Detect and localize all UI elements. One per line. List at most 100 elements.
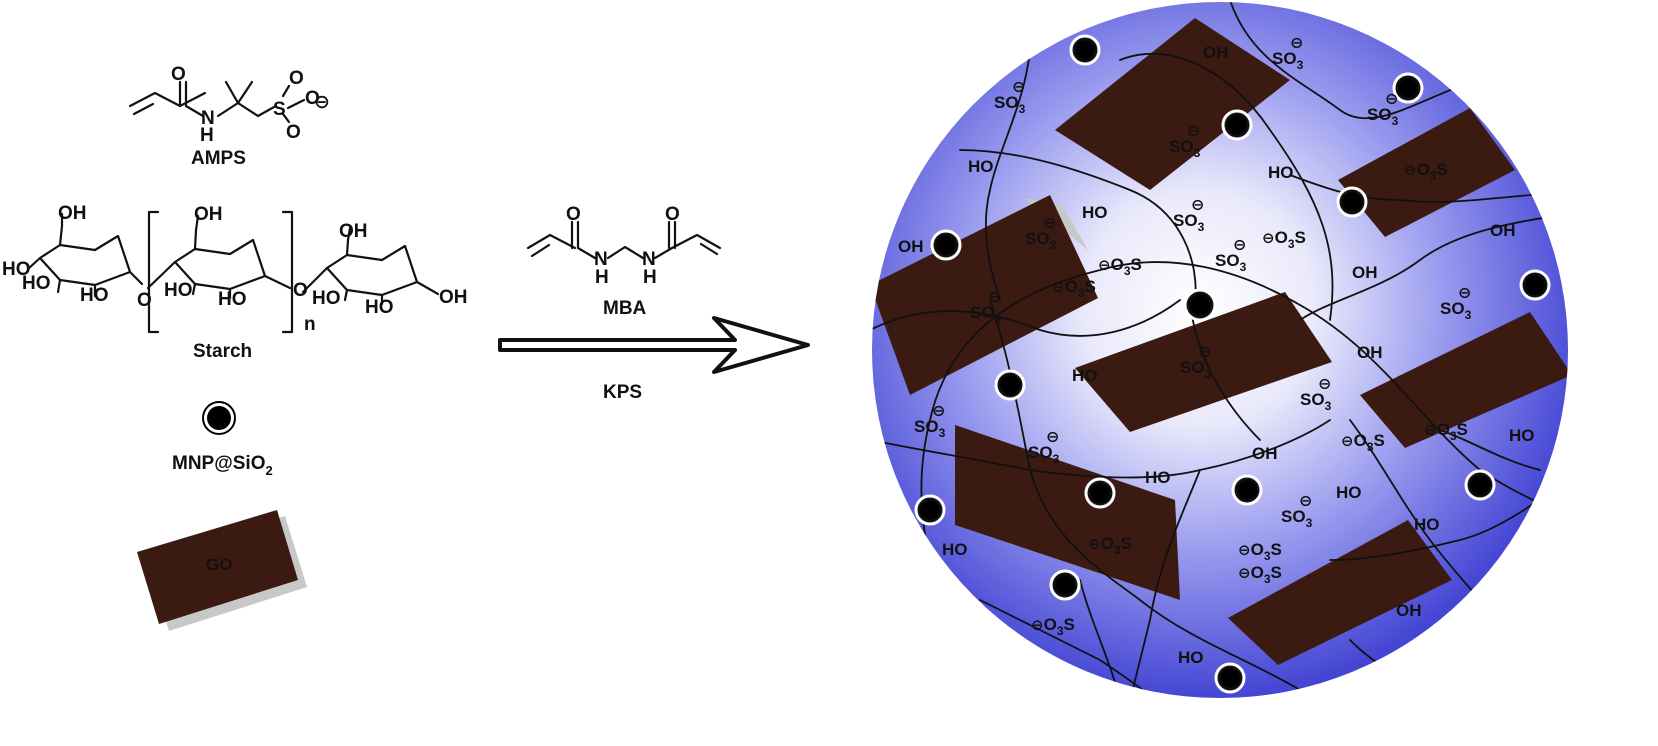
amps-nitrogen-label: N: [201, 108, 215, 129]
negative-charge-label: ⊖: [1046, 429, 1059, 446]
mba-oxygen2-label: O: [665, 204, 680, 225]
negative-charge-label: ⊖: [1187, 123, 1200, 140]
svg-text:OH: OH: [339, 221, 368, 242]
o3s-group-label: ⊖O3S: [1238, 540, 1282, 563]
svg-text:HO: HO: [312, 288, 341, 309]
mba-hydrogen2-label: H: [643, 267, 657, 288]
hydroxyl-group-label: HO: [1336, 483, 1362, 502]
hydroxyl-group-label: OH: [1357, 343, 1383, 362]
mba-nitrogen1-label: N: [594, 249, 608, 270]
starch-name: Starch: [193, 341, 252, 362]
mnp-label: MNP@SiO2: [172, 453, 273, 478]
o3s-group-label: ⊖O3S: [1424, 420, 1468, 443]
hydroxyl-group-label: HO: [1145, 468, 1171, 487]
hydroxyl-group-label: OH: [1203, 43, 1229, 62]
mba-nitrogen2-label: N: [642, 249, 656, 270]
negative-charge-label: ⊖: [1012, 79, 1025, 96]
so3-group-label: SO3: [1281, 507, 1313, 530]
so3-group-label: SO3: [1215, 251, 1247, 274]
hydroxyl-group-label: HO: [1268, 163, 1294, 182]
hydroxyl-group-label: OH: [1352, 263, 1378, 282]
svg-text:HO: HO: [22, 273, 51, 294]
negative-charge-label: ⊖: [1299, 493, 1312, 510]
amps-name: AMPS: [191, 148, 246, 169]
amps-oxygen2-label: O: [289, 68, 304, 89]
negative-charge-label: ⊖: [932, 403, 945, 420]
so3-group-label: SO3: [1173, 211, 1205, 234]
svg-text:HO: HO: [164, 280, 193, 301]
negative-charge-label: ⊖: [1318, 376, 1331, 393]
o3s-group-label: ⊖O3S: [1098, 255, 1142, 278]
amps-hydrogen-label: H: [200, 125, 214, 146]
svg-text:HO: HO: [365, 297, 394, 318]
svg-text:OH: OH: [58, 203, 87, 224]
hydroxyl-group-label: OH: [1490, 221, 1516, 240]
hydroxyl-group-label: HO: [1414, 515, 1440, 534]
amps-sulfur-label: S: [273, 99, 286, 120]
so3-group-label: SO3: [914, 417, 946, 440]
svg-text:HO: HO: [2, 259, 31, 280]
amps-oxygen3-label: O: [305, 88, 320, 109]
negative-charge-label: ⊖: [1043, 215, 1056, 232]
amps-oxygen4-label: O: [286, 122, 301, 143]
so3-group-label: SO3: [1440, 299, 1472, 322]
so3-group-label: SO3: [1028, 443, 1060, 466]
amps-structure: O N H S O O O ⊖ AMPS: [128, 64, 330, 169]
mba-structure: O N H N H O MBA: [526, 204, 722, 319]
o3s-group-label: ⊖O3S: [1262, 228, 1306, 251]
svg-text:HO: HO: [80, 285, 109, 306]
so3-group-label: SO3: [970, 303, 1002, 326]
o3s-group-label: ⊖O3S: [1238, 563, 1282, 586]
so3-group-label: SO3: [1180, 358, 1212, 381]
so3-group-label: SO3: [1300, 390, 1332, 413]
so3-group-label: SO3: [1169, 137, 1201, 160]
svg-text:HO: HO: [218, 289, 247, 310]
go-sheet-label: GO: [206, 555, 232, 574]
svg-text:OH: OH: [439, 287, 468, 308]
o3s-group-label: ⊖O3S: [1088, 534, 1132, 557]
svg-text:OH: OH: [194, 204, 223, 225]
so3-group-label: SO3: [1272, 49, 1304, 72]
mnp-particles-embedded: [914, 34, 1551, 694]
starch-repeat-n: n: [304, 314, 316, 335]
hydroxyl-group-label: OH: [1252, 444, 1278, 463]
o3s-group-label: ⊖O3S: [1341, 431, 1385, 454]
negative-charge-label: ⊖: [1198, 344, 1211, 361]
hydroxyl-group-label: HO: [1072, 366, 1098, 385]
mba-oxygen1-label: O: [566, 204, 581, 225]
kps-name: KPS: [603, 382, 642, 403]
mba-name: MBA: [603, 298, 647, 319]
o3s-group-label: ⊖O3S: [1031, 615, 1075, 638]
negative-charge-label: ⊖: [1290, 35, 1303, 52]
hydroxyl-group-label: HO: [1178, 648, 1204, 667]
go-sheets: [872, 18, 1568, 665]
so3-group-label: SO3: [994, 93, 1026, 116]
reaction-arrow: KPS: [498, 316, 810, 403]
so3-group-label: SO3: [1025, 229, 1057, 252]
o3s-group-label: ⊖O3S: [1404, 160, 1448, 183]
hydroxyl-group-label: OH: [898, 237, 924, 256]
negative-charge-label: ⊖: [1458, 285, 1471, 302]
o3s-group-label: ⊖O3S: [1052, 277, 1096, 300]
hydroxyl-group-label: HO: [968, 157, 994, 176]
negative-charge-label: ⊖: [1191, 197, 1204, 214]
negative-charge-label: ⊖: [988, 289, 1001, 306]
mnp-particle: MNP@SiO2: [172, 401, 273, 478]
hydroxyl-group-label: HO: [1509, 426, 1535, 445]
amps-oxygen-label: O: [171, 64, 186, 85]
hydroxyl-group-label: OH: [1396, 601, 1422, 620]
hydroxyl-group-label: HO: [942, 540, 968, 559]
amps-charge-label: ⊖: [314, 92, 330, 113]
negative-charge-label: ⊖: [1233, 237, 1246, 254]
go-sheet: GO: [137, 510, 307, 631]
mba-hydrogen1-label: H: [595, 267, 609, 288]
so3-group-label: SO3: [1367, 105, 1399, 128]
hydroxyl-group-label: HO: [1082, 203, 1108, 222]
starch-structure: OH HO HO HO O OH HO HO O n OH HO HO OH S…: [2, 203, 468, 362]
negative-charge-label: ⊖: [1385, 91, 1398, 108]
starch-glycosidic-o2: O: [293, 280, 308, 301]
